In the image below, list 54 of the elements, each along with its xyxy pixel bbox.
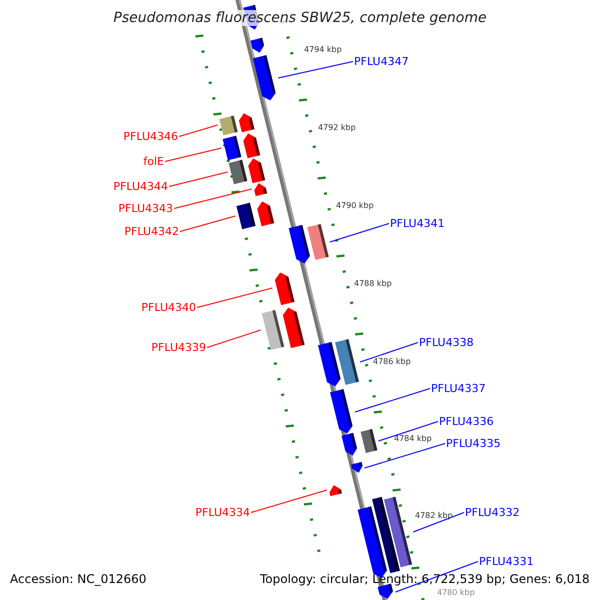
- gene-feature: [378, 584, 394, 600]
- gene-label: PFLU4344: [113, 180, 168, 193]
- gene-block: [334, 338, 360, 386]
- leader-line: [360, 342, 418, 362]
- gene-label: PFLU4339: [151, 341, 206, 354]
- gene-label: PFLU4334: [195, 506, 250, 519]
- gene-block: [218, 114, 238, 136]
- gene-block: [307, 224, 329, 260]
- leader-line: [174, 188, 252, 209]
- scale-label: 4794 kbp: [304, 45, 342, 55]
- leader-line: [378, 421, 438, 442]
- scale-label: 4788 kbp: [354, 279, 392, 289]
- scale-label: 4780 kbp: [437, 588, 475, 598]
- title: Pseudomonas fluorescens SBW25, complete genome: [113, 10, 487, 26]
- gene-feature: [273, 270, 295, 306]
- gene-label: PFLU4335: [446, 437, 501, 450]
- gene-feature: [252, 182, 268, 196]
- gene-label: PFLU4336: [439, 415, 494, 428]
- gene-label: PFLU4343: [118, 202, 173, 215]
- gene-feature: [328, 484, 342, 496]
- leader-line: [180, 216, 236, 232]
- leader-line: [329, 223, 390, 242]
- leader-line: [164, 148, 222, 162]
- leader-line: [278, 61, 354, 78]
- leader-line: [178, 124, 218, 137]
- gene-block: [360, 428, 378, 454]
- leader-line: [364, 443, 446, 468]
- scale-label: 4786 kbp: [373, 357, 411, 367]
- gene-label: folE: [143, 155, 164, 168]
- gene-label: PFLU4346: [123, 130, 178, 143]
- leader-line: [206, 330, 262, 348]
- scale-label: 4790 kbp: [336, 201, 374, 211]
- gene-label: PFLU4341: [390, 217, 445, 230]
- scale-label: 4782 kbp: [415, 511, 453, 521]
- gene-label: PFLU4337: [431, 382, 486, 395]
- leader-line: [354, 388, 430, 412]
- footer-text: Accession: NC_012660: [10, 572, 146, 586]
- gene-label: PFLU4338: [419, 336, 474, 349]
- gene-block: [222, 136, 242, 160]
- gene-label: PFLU4332: [465, 506, 520, 519]
- leader-line: [412, 512, 464, 532]
- gene-block: [236, 202, 256, 230]
- gene-label: PFLU4331: [479, 555, 534, 568]
- gene-feature: [252, 54, 278, 102]
- gene-label: PFLU4340: [141, 301, 196, 314]
- scale-label: 4784 kbp: [394, 434, 432, 444]
- gene-block: [262, 310, 284, 350]
- gene-label: PFLU4342: [124, 225, 179, 238]
- scale-label: 4792 kbp: [318, 123, 356, 133]
- leader-line: [250, 490, 328, 513]
- leader-line: [168, 172, 228, 187]
- gene-block: [228, 160, 248, 184]
- gene-feature: [350, 462, 364, 474]
- gene-label: PFLU4347: [354, 55, 409, 68]
